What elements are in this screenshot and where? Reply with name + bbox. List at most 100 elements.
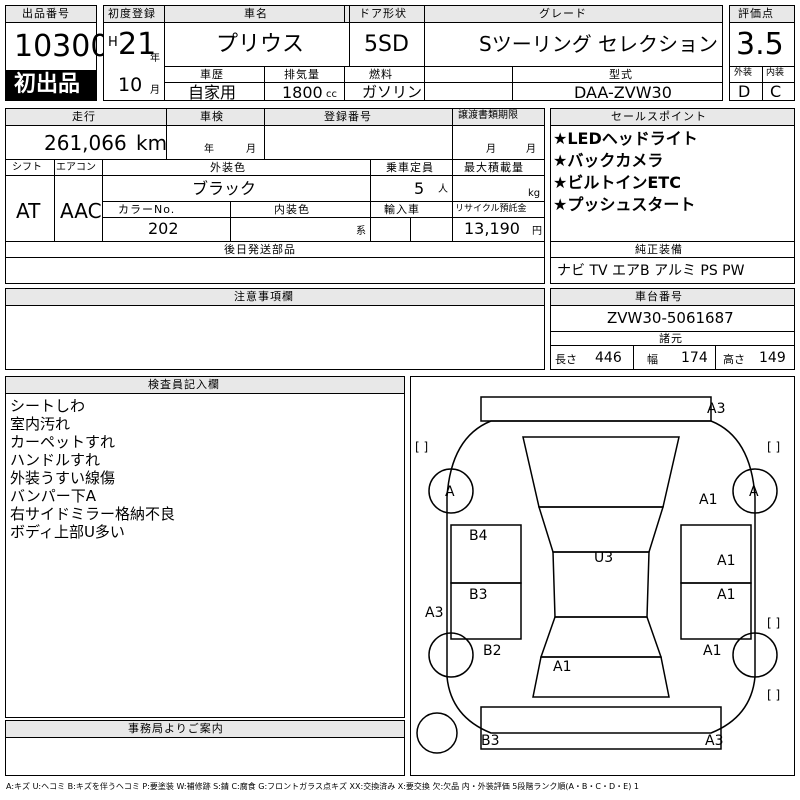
front-bumper xyxy=(480,396,712,422)
damage-mark: A1 xyxy=(553,659,571,675)
damage-mark: A xyxy=(749,484,759,500)
car-name: プリウス xyxy=(216,32,305,57)
bracket-mark: [ ] xyxy=(415,440,428,454)
exterior-label: 外装 xyxy=(734,68,753,78)
chassis-value: ZVW30-5061687 xyxy=(607,309,734,327)
score-value: 3.5 xyxy=(736,27,784,62)
model-label: 型式 xyxy=(609,68,633,81)
mileage-value: 261,066 xyxy=(44,131,127,155)
color-no-value: 202 xyxy=(148,219,179,238)
cc-unit: cc xyxy=(326,89,337,100)
damage-mark: A3 xyxy=(425,605,443,621)
recycle-label: リサイクル預託金 xyxy=(455,204,527,214)
max-load-label: 最大積載量 xyxy=(464,161,524,174)
door-label: ドア形状 xyxy=(359,7,407,20)
km-unit: km xyxy=(136,131,168,155)
capacity-value: 5 xyxy=(414,179,425,198)
bracket-mark: [ ] xyxy=(767,440,780,454)
damage-mark: A1 xyxy=(717,587,735,603)
bracket-mark: [ ] xyxy=(767,688,780,702)
capacity-label: 乗車定員 xyxy=(386,161,434,174)
lot-number-label: 出品番号 xyxy=(22,7,70,20)
width-value: 174 xyxy=(681,350,708,366)
load-unit: kg xyxy=(528,188,541,199)
note-line: 室内汚れ xyxy=(10,415,71,433)
wheel-rear-right xyxy=(732,632,778,678)
equipment-label: 純正装備 xyxy=(635,243,683,256)
reg-no-label: 登録番号 xyxy=(324,110,372,123)
detail-box: 走行 車検 登録番号 譲渡書類期限 261,066 km 年 月 月 月 シフト… xyxy=(5,108,545,284)
score-label: 評価点 xyxy=(738,7,774,20)
hood xyxy=(522,436,680,508)
sales-point: ★プッシュスタート xyxy=(553,195,696,214)
color-no-label: カラーNo. xyxy=(118,203,176,216)
history-value: 自家用 xyxy=(188,83,237,102)
notes-box: 注意事項欄 xyxy=(5,288,545,370)
sales-point: ★ビルトインETC xyxy=(553,173,681,192)
rear-glass xyxy=(539,616,663,658)
body-outline xyxy=(446,420,756,734)
windshield xyxy=(537,506,665,553)
door-type: 5SD xyxy=(364,32,409,57)
aircon-value: AAC xyxy=(60,199,102,223)
era: H xyxy=(108,35,118,50)
first-reg-label: 初度登録 xyxy=(108,7,156,20)
recycle-value: 13,190 xyxy=(464,219,520,238)
lot-number: 10300 xyxy=(14,29,110,64)
model-value: DAA-ZVW30 xyxy=(574,83,672,102)
left-rear-door xyxy=(450,582,522,640)
recycle-unit: 円 xyxy=(532,226,542,237)
damage-mark: B3 xyxy=(481,733,500,749)
notes-label: 注意事項欄 xyxy=(234,290,294,303)
width-label: 幅 xyxy=(647,353,658,366)
inspector-label: 検査員記入欄 xyxy=(148,378,220,391)
damage-mark: B3 xyxy=(469,587,488,603)
chassis-label: 車台番号 xyxy=(635,290,683,303)
note-line: 右サイドミラー格納不良 xyxy=(10,505,176,523)
year-unit: 年 xyxy=(150,53,160,64)
note-line: ボディ上部U多い xyxy=(10,523,125,541)
trunk xyxy=(532,656,670,698)
damage-mark: A3 xyxy=(707,401,725,417)
displacement-label: 排気量 xyxy=(284,68,320,81)
wheel-front-right xyxy=(732,468,778,514)
height-value: 149 xyxy=(759,350,786,366)
inspector-box: 検査員記入欄 シートしわ 室内汚れ カーペットすれ ハンドルすれ 外装うすい線傷… xyxy=(5,376,405,718)
sales-points-box: セールスポイント ★LEDヘッドライト ★バックカメラ ★ビルトインETC ★プ… xyxy=(550,108,795,284)
ext-color-value: ブラック xyxy=(192,179,257,198)
main-header-box: 初度登録 車名 ドア形状 グレード H 21 年 10 月 プリウス 5SD S… xyxy=(103,5,723,101)
fuel-label: 燃料 xyxy=(369,68,393,81)
mileage-label: 走行 xyxy=(72,110,96,123)
shift-value: AT xyxy=(16,199,41,223)
reg-month: 10 xyxy=(118,74,143,96)
capacity-unit: 人 xyxy=(438,184,448,195)
interior-label: 内装 xyxy=(766,68,785,78)
office-label: 事務局よりご案内 xyxy=(128,722,224,735)
damage-mark: A1 xyxy=(717,553,735,569)
right-rear-door xyxy=(680,582,752,640)
int-color-label: 内装色 xyxy=(274,203,310,216)
transfer-month-unit: 月 xyxy=(486,144,496,155)
spare-wheel xyxy=(416,712,458,754)
damage-mark: A3 xyxy=(705,733,723,749)
ext-color-label: 外装色 xyxy=(210,161,246,174)
note-line: バンパー下A xyxy=(10,487,97,505)
exterior-grade: D xyxy=(738,82,751,101)
damage-mark: B4 xyxy=(469,528,488,544)
note-line: ハンドルすれ xyxy=(10,451,101,469)
damage-mark: U3 xyxy=(594,550,613,566)
equipment-value: ナビ TV エアB アルミ PS PW xyxy=(557,263,745,279)
inspection-month-unit: 月 xyxy=(246,144,256,155)
first-listing-label: 初出品 xyxy=(14,72,81,97)
car-name-label: 車名 xyxy=(244,7,268,20)
grade-label: グレード xyxy=(539,7,587,20)
inspector-notes: シートしわ 室内汚れ カーペットすれ ハンドルすれ 外装うすい線傷 バンパー下A… xyxy=(10,397,175,541)
note-line: シートしわ xyxy=(10,397,86,415)
int-color-unit: 系 xyxy=(356,226,366,237)
wheel-front-left xyxy=(428,468,474,514)
first-listing-badge xyxy=(6,70,96,100)
note-line: 外装うすい線傷 xyxy=(10,469,116,487)
sales-point: ★LEDヘッドライト xyxy=(553,129,698,148)
note-line: カーペットすれ xyxy=(10,433,116,451)
later-parts-label: 後日発送部品 xyxy=(224,243,296,256)
